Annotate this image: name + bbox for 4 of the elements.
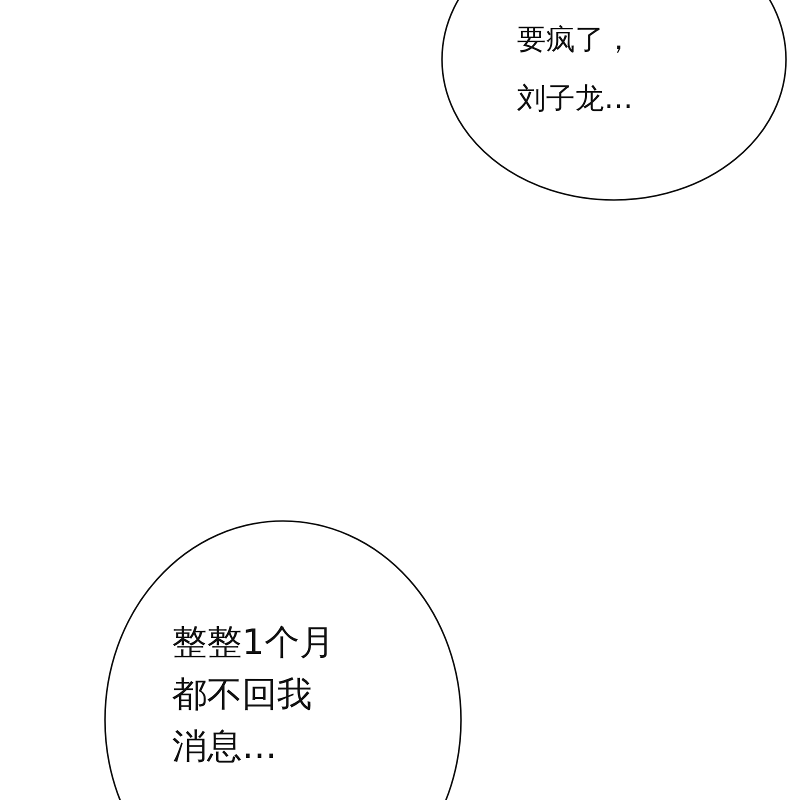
dialogue-text: 整整1个月都不回我消息… bbox=[172, 622, 336, 769]
speech-bubble bbox=[441, 0, 787, 201]
dialogue-text: 要疯了，刘子龙… bbox=[517, 21, 634, 117]
speech-bubble bbox=[104, 520, 462, 800]
